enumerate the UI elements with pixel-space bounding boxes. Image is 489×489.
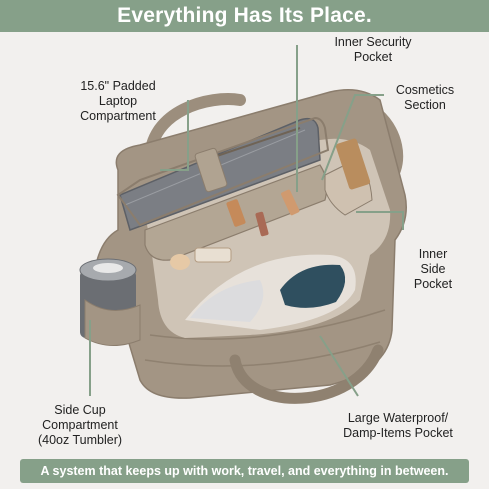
page-title: Everything Has Its Place. xyxy=(0,0,489,32)
callout-cosmetics: Cosmetics Section xyxy=(395,83,455,112)
callout-laptop: 15.6" Padded Laptop Compartment xyxy=(80,79,156,123)
leader-line-inner-side xyxy=(356,211,404,230)
security-pocket-tab xyxy=(194,147,228,193)
leader-line-cosmetics xyxy=(321,94,384,181)
cosmetic-brush xyxy=(281,189,300,216)
quilt-line xyxy=(144,341,381,367)
leader-line-laptop xyxy=(160,100,189,171)
callout-waterproof: Large Waterproof/ Damp-Items Pocket xyxy=(343,411,453,440)
callout-side-cup: Side Cup Compartment (40oz Tumbler) xyxy=(37,403,123,447)
clothing-item xyxy=(280,264,346,308)
front-handle xyxy=(229,344,384,404)
leader-line-waterproof xyxy=(319,335,359,397)
cosmetic-jar xyxy=(170,254,190,270)
cosmetic-bottle xyxy=(226,199,246,227)
clear-pouch xyxy=(190,280,264,322)
security-pocket-zipper xyxy=(204,127,301,161)
laptop-sleeve xyxy=(116,116,330,227)
quilt-line xyxy=(149,309,386,340)
callout-inner-security: Inner Security Pocket xyxy=(334,35,412,64)
footer-tagline: A system that keeps up with work, travel… xyxy=(20,459,469,483)
notebook xyxy=(335,138,371,190)
callout-inner-side: Inner Side Pocket xyxy=(413,247,453,291)
footer-text: A system that keeps up with work, travel… xyxy=(40,464,449,478)
tumbler-spout xyxy=(93,263,123,273)
side-cup-pocket xyxy=(84,299,141,346)
cosmetic-tube xyxy=(255,211,269,237)
compact-case xyxy=(194,247,232,263)
title-text: Everything Has Its Place. xyxy=(117,4,372,27)
